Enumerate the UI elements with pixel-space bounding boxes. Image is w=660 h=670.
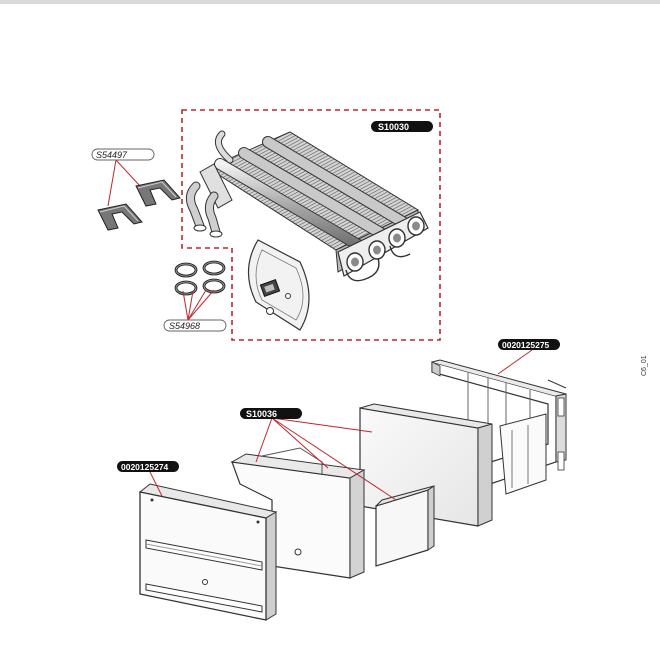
combustion-chamber-part-number: 0020125275 <box>502 340 550 350</box>
top-divider <box>0 0 660 4</box>
heat-exchanger-group-frame <box>181 109 441 341</box>
insulation-part-tag[interactable]: S10036 <box>240 408 302 419</box>
combustion-chamber-frame[interactable] <box>431 359 567 495</box>
insulation-leader-line <box>271 417 397 501</box>
o-rings-part-number: S54968 <box>169 321 200 331</box>
o-rings-leader-line <box>187 289 207 321</box>
o-ring[interactable] <box>202 278 226 294</box>
front-cover-panel[interactable] <box>138 483 278 621</box>
insulation-rear-panel[interactable] <box>359 403 493 527</box>
o-ring[interactable] <box>202 260 226 276</box>
insulation-side-panel[interactable] <box>375 485 435 567</box>
clips-part-tag[interactable]: S54497 <box>91 148 155 161</box>
clips-leader-line <box>107 159 117 207</box>
combustion-chamber-part-tag[interactable]: 0020125275 <box>498 339 560 350</box>
o-ring[interactable] <box>174 262 198 278</box>
retaining-clip[interactable] <box>97 203 143 231</box>
sensor-plate[interactable] <box>247 239 310 331</box>
retaining-clip[interactable] <box>135 179 181 207</box>
clips-leader-line <box>115 159 141 187</box>
insulation-leader-line <box>271 417 373 433</box>
o-ring[interactable] <box>174 280 198 296</box>
o-rings-leader-line <box>187 289 215 321</box>
heat-exchanger[interactable] <box>186 130 429 282</box>
o-rings-leader-line <box>182 290 189 321</box>
heat-exchanger-part-tag[interactable]: S10030 <box>371 121 433 132</box>
insulation-part-number: S10036 <box>246 409 277 419</box>
insulation-leader-line <box>271 417 329 469</box>
combustion-chamber-leader-line <box>497 349 533 375</box>
o-rings-part-tag[interactable]: S54968 <box>163 319 227 332</box>
heat-exchanger-part-number: S10030 <box>378 122 409 132</box>
front-panel-part-number: 0020125274 <box>121 462 169 472</box>
front-panel-leader-line <box>149 471 163 497</box>
front-panel-part-tag[interactable]: 0020125274 <box>117 461 179 472</box>
figure-code: C6_01 <box>641 355 648 376</box>
o-rings-leader-line <box>187 290 194 321</box>
insulation-leader-line <box>255 417 273 463</box>
clips-part-number: S54497 <box>96 150 128 160</box>
